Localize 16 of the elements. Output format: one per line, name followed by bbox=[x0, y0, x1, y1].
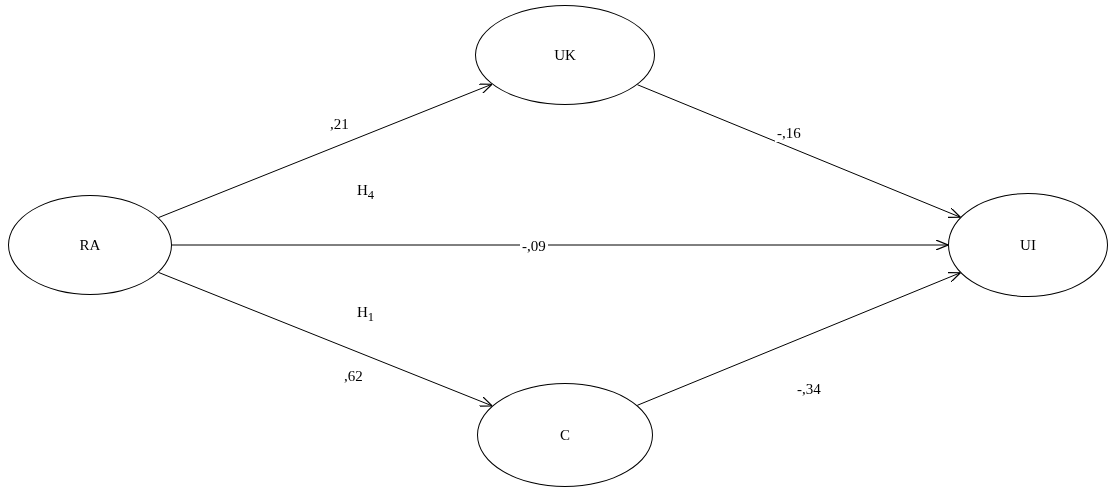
hypothesis-label: H$_{4}$ bbox=[357, 183, 375, 202]
node-label: UI bbox=[1020, 236, 1036, 254]
node-label: C bbox=[560, 426, 570, 444]
node-label: RA bbox=[79, 236, 101, 254]
arrow bbox=[636, 84, 961, 218]
edge-label: ,62 bbox=[342, 368, 365, 385]
edge-label: -,34 bbox=[795, 381, 823, 398]
node-label: UK bbox=[554, 46, 576, 64]
edge-label: ,21 bbox=[328, 116, 351, 133]
arrow bbox=[636, 272, 961, 406]
edge-label: -,09 bbox=[520, 238, 548, 255]
edge-label: -,16 bbox=[775, 125, 803, 142]
arrow bbox=[171, 239, 949, 251]
hypothesis-label: H$_{1}$ bbox=[357, 305, 375, 324]
arrow bbox=[158, 83, 493, 219]
arrow bbox=[158, 271, 493, 407]
